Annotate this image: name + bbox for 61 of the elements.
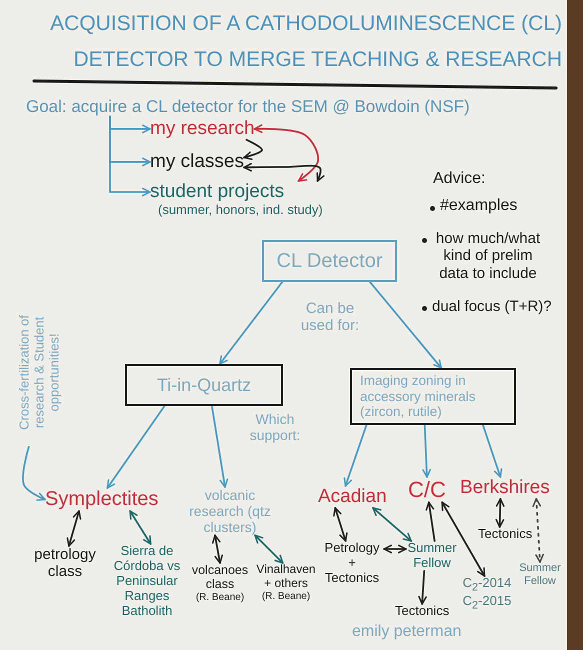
topic-label: Summer Fellow (406, 541, 458, 571)
topic-label: Petrology + Tectonics (320, 541, 384, 586)
box-label: CL Detector (276, 250, 382, 272)
arrow (211, 405, 228, 488)
topic-label: Berkshires (460, 477, 550, 499)
double-arrow (243, 162, 325, 182)
topic-label: my classes (150, 151, 244, 173)
topic-label: student projects (150, 181, 286, 203)
double-arrow (372, 506, 412, 542)
double-arrow (441, 501, 486, 577)
advice-item: dual focus (T+R)? (432, 298, 552, 316)
topic-label: Sierra de Córdoba vs Peninsular Ranges Batholith (110, 544, 184, 619)
arrow (426, 501, 436, 542)
box-label: Ti-in-Quartz (156, 374, 252, 396)
author-note: (R. Beane) (260, 590, 312, 602)
arrow (482, 424, 502, 478)
goal-statement: Goal: acquire a CL detector for the SEM @ Bowdoin (NSF) (26, 97, 470, 117)
topic-label: Vinalhaven + others (255, 563, 317, 591)
process-box (350, 368, 516, 425)
advice-item: how much/what kind of prelim data to include (434, 230, 542, 282)
arrow (422, 424, 431, 478)
topic-label: C/C (408, 477, 446, 502)
arrow (369, 281, 442, 369)
topic-label: Symplectites (45, 488, 158, 511)
double-arrow (333, 506, 348, 542)
topic-label: C$_{2}$-2014 C$_{2}$-2015 (462, 576, 512, 612)
double-arrow (496, 498, 505, 528)
double-arrow (383, 544, 407, 554)
arrow (418, 570, 427, 605)
dashed-double-arrow (532, 498, 544, 563)
topic-label: my research (150, 118, 255, 140)
advice-item: #examples (440, 197, 518, 216)
signature: emily peterman (352, 623, 462, 642)
double-arrow (254, 534, 284, 564)
arrow (109, 116, 151, 196)
arrow (344, 424, 368, 487)
topic-label: Summer Fellow (518, 562, 562, 588)
topic-subtitle: (summer, honors, ind. study) (158, 202, 323, 218)
double-arrow (66, 510, 82, 547)
topic-label: Acadian (318, 486, 387, 508)
vertical-note: Cross-fertilization of research & Student opportunities! (18, 296, 62, 447)
double-arrow (212, 534, 224, 564)
arrow (106, 405, 166, 489)
topic-label: Tectonics (478, 527, 532, 542)
arrow (218, 281, 284, 365)
double-arrow (129, 510, 152, 545)
arrow (243, 138, 263, 160)
arrow (22, 446, 46, 501)
annotation: Can be used for: (300, 300, 360, 334)
process-box (262, 240, 397, 282)
advice-heading: Advice: (433, 170, 486, 188)
box-label: Imaging zoning in accessory minerals (zircon, rutile) (360, 373, 477, 420)
process-box (125, 364, 283, 406)
double-arrow (254, 124, 320, 182)
topic-label: Tectonics (395, 604, 450, 619)
topic-label: petrology class (26, 546, 104, 580)
topic-label: volcanoes class (190, 563, 250, 592)
author-note: (R. Beane) (194, 592, 246, 604)
title: ACQUISITION OF A CATHODOLUMINESCENCE (CL) DETECTOR TO MERGE TEACHING & RESEARCH (49, 11, 562, 73)
topic-label: volcanic research (qtz clusters) (180, 487, 280, 536)
annotation: Which support: (248, 411, 302, 444)
